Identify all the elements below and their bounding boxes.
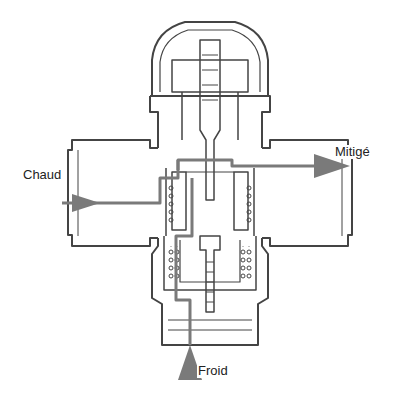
flow-lines [62, 160, 318, 345]
valve-body [68, 22, 352, 345]
flow-arrowheads [72, 154, 350, 380]
flow-label: Chaud [22, 168, 62, 182]
flow-label: Froid [197, 364, 229, 378]
flow-label: Mitigé [334, 145, 371, 159]
